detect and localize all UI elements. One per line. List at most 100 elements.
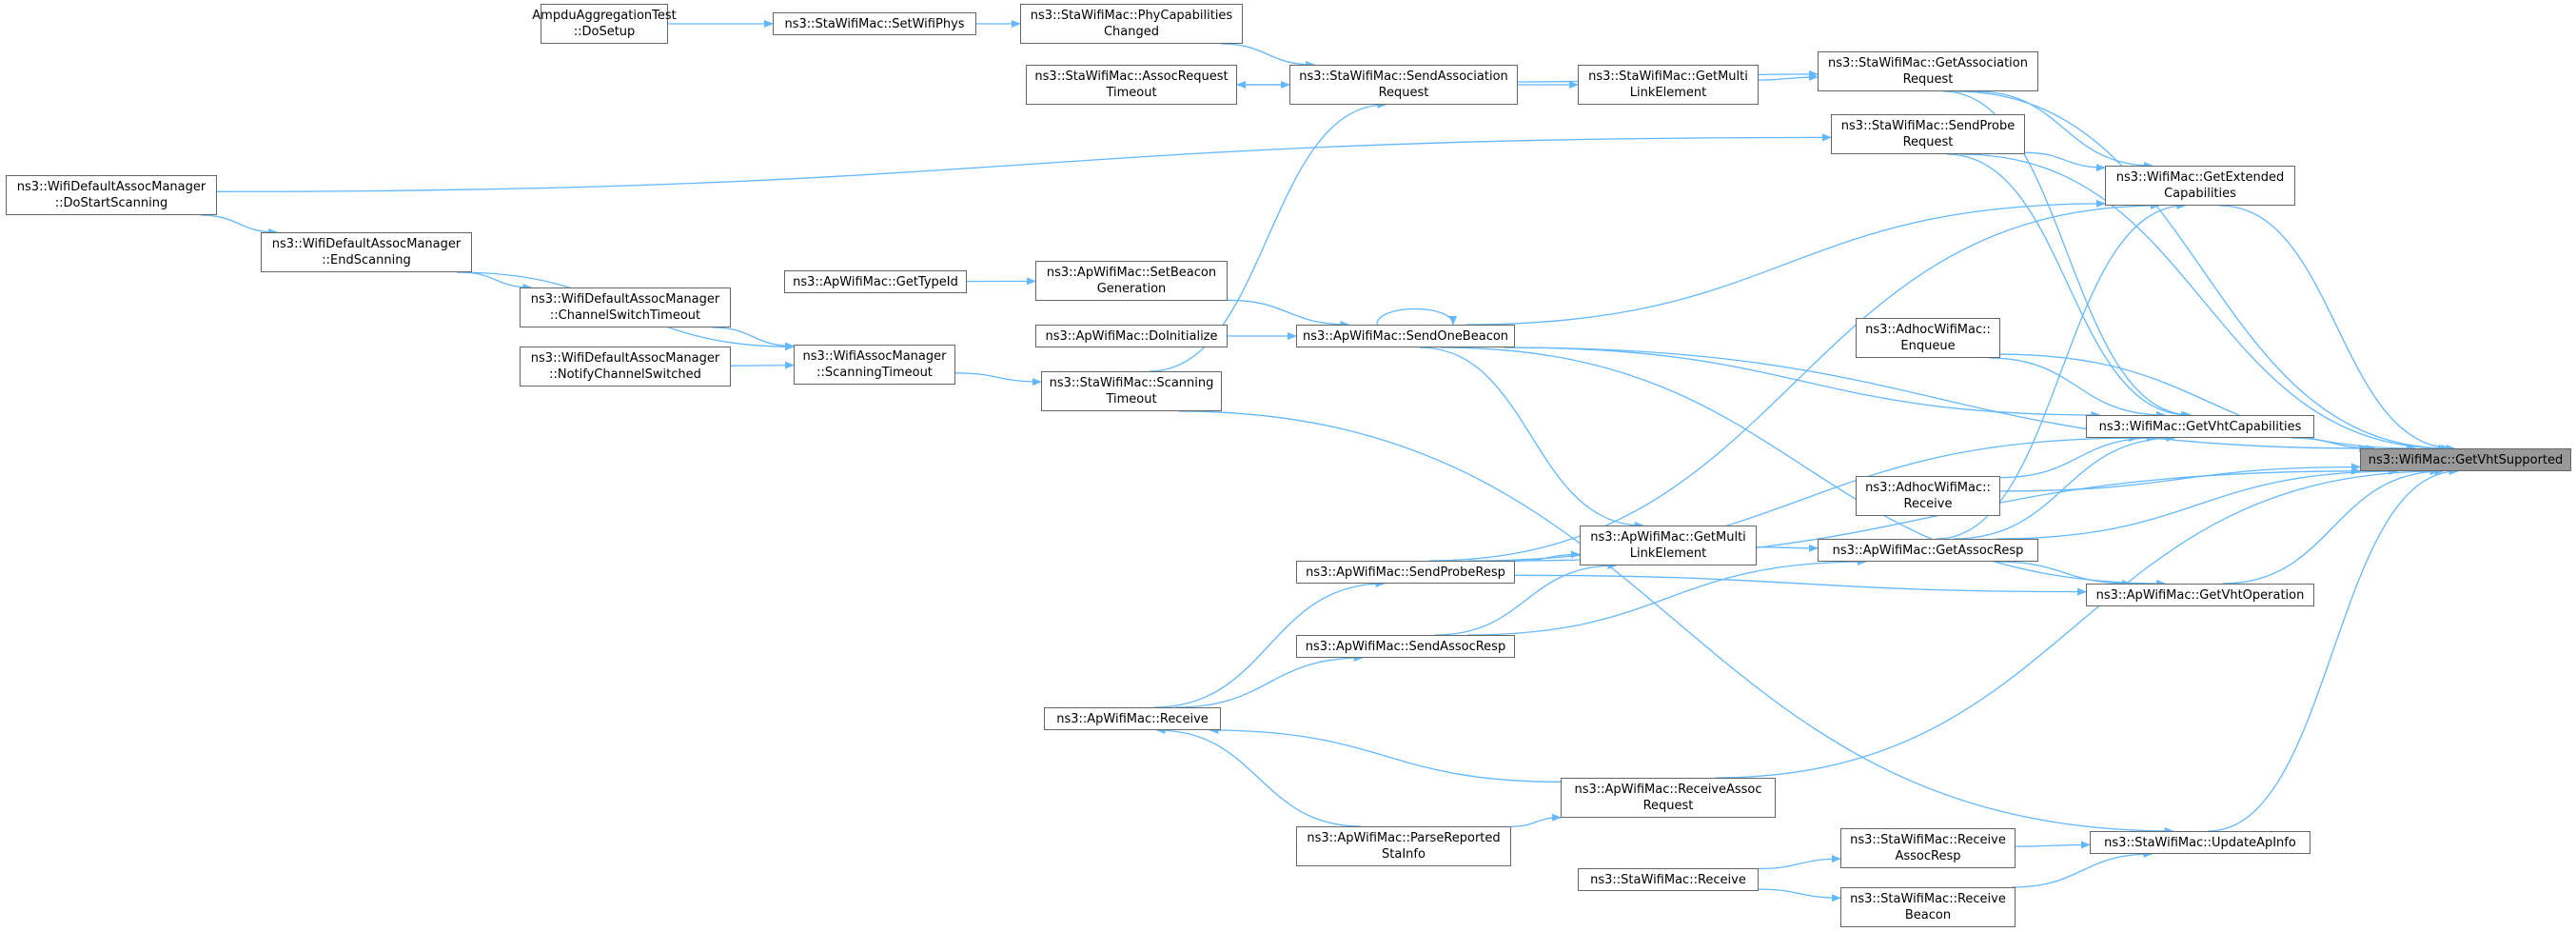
node-wifimac-getvhtsupported[interactable]: ns3::WifiMac::GetVhtSupported <box>2360 448 2571 471</box>
edge-n_sta_receive_assocresp-to-n_sta_updateap <box>2015 841 2091 849</box>
node-label-line: ns3::WifiDefaultAssocManager <box>271 237 462 251</box>
edge-n_ap_get_assocresp-to-n_wifi_get_vhtcap <box>1953 434 2176 540</box>
node-label-line: ns3::StaWifiMac::SetWifiPhys <box>784 16 965 31</box>
node-label-line: ns3::WifiDefaultAssocManager <box>530 351 720 366</box>
node-label-line: ns3::WifiMac::GetVhtSupported <box>2368 452 2564 467</box>
node-label-line: Generation <box>1096 282 1167 296</box>
node-apwifimac-setbeacongeneration[interactable]: ns3::ApWifiMac::SetBeacon Generation <box>1035 261 1228 301</box>
node-apwifimac-gettypeid[interactable]: ns3::ApWifiMac::GetTypeId <box>784 270 967 293</box>
node-label-line: ns3::WifiMac::GetExtended <box>2115 170 2285 185</box>
node-wifiassocmanager-scanningtimeout[interactable]: ns3::WifiAssocManager ::ScanningTimeout <box>794 345 955 385</box>
node-stawifimac-assocrequesttimeout[interactable]: ns3::StaWifiMac::AssocRequest Timeout <box>1026 65 1237 105</box>
node-label-line: ns3::ApWifiMac::GetMulti <box>1590 530 1746 545</box>
edge-n_sta_send_probe-to-n_get_vht_supported <box>1960 153 2448 452</box>
edge-n_sta_get_multilink-to-n_sta_get_assoc <box>1758 72 1819 81</box>
node-stawifimac-scanningtimeout[interactable]: ns3::StaWifiMac::Scanning Timeout <box>1041 371 1222 411</box>
node-label-line: ns3::ApWifiMac::SendOneBeacon <box>1302 328 1509 344</box>
edge-n_ap_parse_sta-to-n_ap_receive <box>1155 726 1362 827</box>
edge-n_ap_setbeacon-to-n_ap_sendbeacon <box>1227 299 1350 328</box>
node-apwifimac-doinitialize[interactable]: ns3::ApWifiMac::DoInitialize <box>1035 325 1228 347</box>
node-stawifimac-sendproberequest[interactable]: ns3::StaWifiMac::SendProbe Request <box>1831 114 2025 154</box>
edge-n_default_dostart-to-n_sta_send_probe <box>216 133 1832 192</box>
node-stawifimac-receiveassocresp[interactable]: ns3::StaWifiMac::Receive AssocResp <box>1840 828 2016 868</box>
node-label-line: ns3::StaWifiMac::Receive <box>1850 892 2006 906</box>
edge-n_adhoc_enqueue-to-n_wifi_get_vhtcap <box>1989 357 2167 419</box>
node-adhocwifimac-enqueue[interactable]: ns3::AdhocWifiMac:: Enqueue <box>1856 318 2000 358</box>
node-apwifimac-getmultilinkelement[interactable]: ns3::ApWifiMac::GetMulti LinkElement <box>1580 525 1757 565</box>
edge-n_ap_sendbeacon-to-n_get_vht_supported <box>1503 347 2370 452</box>
node-wifidefaultassocmanager-notifychannelswitched[interactable]: ns3::WifiDefaultAssocManager ::NotifyCha… <box>520 347 731 387</box>
node-stawifimac-getassociationrequest[interactable]: ns3::StaWifiMac::GetAssociation Request <box>1818 51 2038 91</box>
edge-n_sta_phycap-to-n_sta_send_assoc <box>1220 43 1316 69</box>
edge-n_ap_get_multilink-to-n_ap_get_assocresp <box>1756 544 1819 552</box>
node-apwifimac-sendproberesp[interactable]: ns3::ApWifiMac::SendProbeResp <box>1296 561 1515 584</box>
edge-n_sta_get_assoc-to-n_wifi_get_ext <box>1976 90 2153 169</box>
node-label-line: LinkElement <box>1629 86 1707 100</box>
node-stawifimac-updateapinfo[interactable]: ns3::StaWifiMac::UpdateApInfo <box>2090 831 2311 854</box>
node-stawifimac-sendassociationrequest[interactable]: ns3::StaWifiMac::SendAssociation Request <box>1289 65 1518 105</box>
node-apwifimac-parsereportedstainfo[interactable]: ns3::ApWifiMac::ParseReported StaInfo <box>1296 826 1511 866</box>
node-stawifimac-getmultilinkelement[interactable]: ns3::StaWifiMac::GetMulti LinkElement <box>1578 65 1759 105</box>
node-label-line: LinkElement <box>1629 546 1707 561</box>
node-label-line: ::DoStartScanning <box>54 196 168 210</box>
edge-n_ap_get_vhtop-to-n_get_vht_supported <box>2222 467 2445 585</box>
node-apwifimac-getassocresp[interactable]: ns3::ApWifiMac::GetAssocResp <box>1818 539 2038 562</box>
edge-n_ap_get_assocresp-to-n_ap_get_vhtop <box>1996 561 2132 587</box>
node-label-line: ns3::StaWifiMac::Receive <box>1850 833 2006 847</box>
node-stawifimac-setwifiphys[interactable]: ns3::StaWifiMac::SetWifiPhys <box>773 12 976 35</box>
edge-n_ap_sendbeacon-to-n_wifi_get_ext <box>1465 199 2106 326</box>
node-label-line: ns3::StaWifiMac::AssocRequest <box>1034 69 1229 84</box>
node-wifidefaultassocmanager-channelswitchtimeout[interactable]: ns3::WifiDefaultAssocManager ::ChannelSw… <box>520 288 731 327</box>
node-stawifimac-receivebeacon[interactable]: ns3::StaWifiMac::Receive Beacon <box>1840 887 2016 927</box>
node-adhocwifimac-receive[interactable]: ns3::AdhocWifiMac:: Receive <box>1856 476 2000 516</box>
node-label-line: Changed <box>1103 25 1160 39</box>
node-label-line: StaInfo <box>1382 847 1426 862</box>
node-label-line: ::DoSetup <box>573 25 636 39</box>
edge-n_sta_updateap-to-n_get_vht_supported <box>2208 467 2459 832</box>
node-apwifimac-sendonebeacon[interactable]: ns3::ApWifiMac::SendOneBeacon <box>1296 325 1515 347</box>
node-label-line: ns3::StaWifiMac::Receive <box>1590 872 1746 887</box>
node-label-line: ns3::AdhocWifiMac:: <box>1865 481 1991 495</box>
edge-n_sta_scan_to-to-n_sta_send_assoc <box>1149 101 1387 372</box>
node-label-line: ns3::StaWifiMac::GetAssociation <box>1827 56 2028 70</box>
node-label-line: Request <box>1902 135 1954 149</box>
node-label-line: ns3::StaWifiMac::Scanning <box>1049 376 1214 390</box>
node-label-line: ::EndScanning <box>322 253 411 268</box>
node-stawifimac-receive[interactable]: ns3::StaWifiMac::Receive <box>1578 868 1759 891</box>
node-label-line: Timeout <box>1106 86 1157 100</box>
node-apwifimac-receive[interactable]: ns3::ApWifiMac::Receive <box>1044 707 1221 730</box>
edge-n_ap_receiveassoc-to-n_get_vht_supported <box>1715 467 2440 779</box>
node-label-line: ns3::StaWifiMac::PhyCapabilities <box>1030 9 1233 23</box>
node-stawifimac-phycapabilitieschanged[interactable]: ns3::StaWifiMac::PhyCapabilities Changed <box>1020 4 1243 44</box>
edge-n_default_chswitch_to-to-n_assoc_scan_to <box>712 327 795 350</box>
node-wifimac-getvhtcapabilities[interactable]: ns3::WifiMac::GetVhtCapabilities <box>2086 415 2314 438</box>
edge-n_sta_get_assoc-to-n_wifi_get_vhtcap <box>1943 90 2193 419</box>
node-label-line: ns3::ApWifiMac::GetTypeId <box>793 274 958 289</box>
edge-n_sta_receive-to-n_sta_receive_assocresp <box>1758 855 1841 870</box>
node-apwifimac-sendassocresp[interactable]: ns3::ApWifiMac::SendAssocResp <box>1296 635 1515 658</box>
node-label-line: Capabilities <box>2164 187 2236 201</box>
edge-n_ap_get_assocresp-to-n_get_vht_supported <box>1996 467 2399 540</box>
node-label-line: ns3::ApWifiMac::Receive <box>1056 711 1209 726</box>
edge-n_ap_sendbeacon-to-n_ap_get_vhtop <box>1440 347 2167 587</box>
edge-n_ap_receiveassoc-to-n_ap_receive <box>1209 726 1562 783</box>
node-label-line: Receive <box>1903 497 1953 511</box>
node-label-line: ns3::ApWifiMac::SendProbeResp <box>1306 565 1505 580</box>
edge-n_adhoc_enqueue-to-n_get_vht_supported <box>1999 353 2416 452</box>
edge-n_adhoc_receive-to-n_get_vht_supported <box>1999 463 2361 492</box>
node-label-line: ns3::StaWifiMac::GetMulti <box>1588 69 1748 84</box>
node-label-line: Request <box>1902 72 1954 87</box>
node-apwifimac-receiveassocrequest[interactable]: ns3::ApWifiMac::ReceiveAssoc Request <box>1561 778 1776 818</box>
node-label-line: ::ChannelSwitchTimeout <box>549 308 701 323</box>
edge-n_ap_receive-to-n_ap_sendproberesp <box>1153 580 1386 708</box>
node-wifimac-getextendedcapabilities[interactable]: ns3::WifiMac::GetExtended Capabilities <box>2105 166 2295 206</box>
node-label-line: ns3::ApWifiMac::DoInitialize <box>1045 328 1218 344</box>
node-apwifimac-getvhtoperation[interactable]: ns3::ApWifiMac::GetVhtOperation <box>2086 584 2314 606</box>
edge-n_ap_sendassocresp-to-n_ap_get_multilink <box>1435 562 1618 636</box>
node-label-line: ns3::WifiAssocManager <box>802 349 947 364</box>
node-wifidefaultassocmanager-endscanning[interactable]: ns3::WifiDefaultAssocManager ::EndScanni… <box>261 232 472 272</box>
node-wifidefaultassocmanager-dostartscanning[interactable]: ns3::WifiDefaultAssocManager ::DoStartSc… <box>6 175 217 215</box>
node-ampduaggregationtest-dosetup[interactable]: AmpduAggregationTest ::DoSetup <box>532 4 677 44</box>
